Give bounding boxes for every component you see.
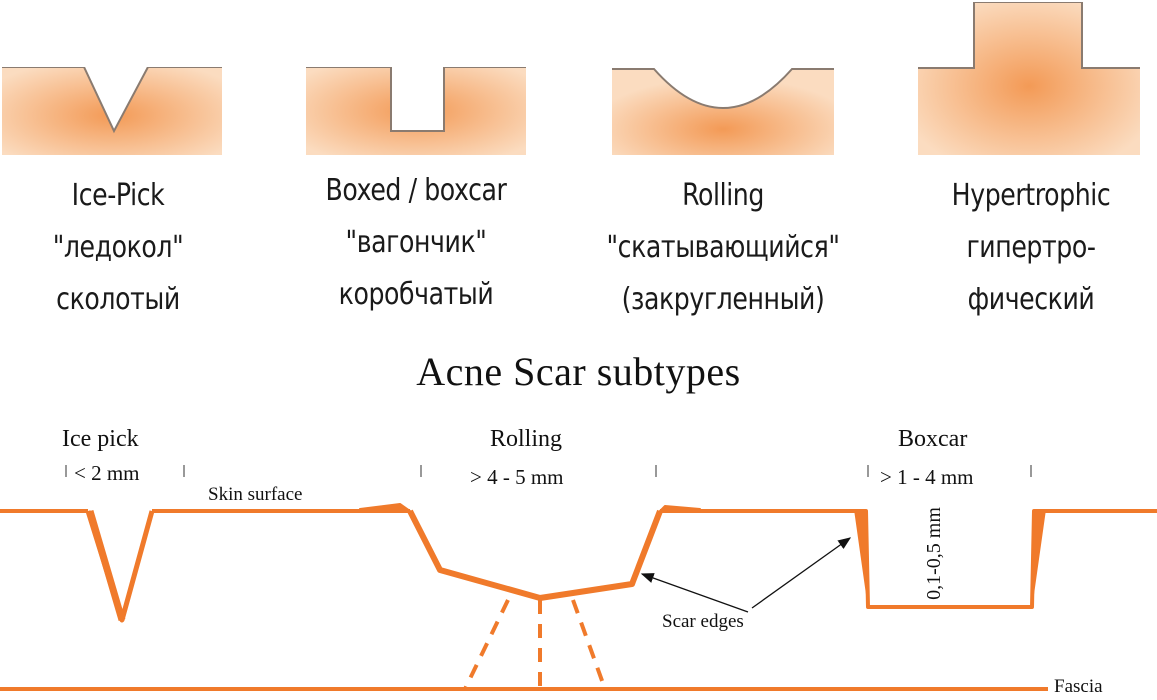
subtype-ru-desc: сколотый — [56, 282, 180, 317]
scar-edges-label: Scar edges — [662, 611, 744, 632]
rolling-label: Rolling — [490, 426, 563, 452]
subtype-name: Hypertrophic — [951, 178, 1111, 213]
diagram-title: Acne Scar subtypes — [416, 349, 741, 394]
boxcar-scar-icon — [306, 67, 526, 155]
subtype-ru-desc: (закругленный) — [621, 282, 825, 317]
ice-pick-scar-icon — [2, 67, 222, 155]
subtype-ru-name: "вагончик" — [345, 225, 487, 260]
scar-edge-arrow — [640, 573, 749, 613]
subtype-caption-boxcar: Boxed / boxcar "вагончик" коробчатый — [310, 165, 522, 321]
boxcar-label: Boxcar — [898, 426, 968, 452]
subtype-ru-name: гипертро- — [966, 230, 1096, 265]
subtype-caption-ice-pick: Ice-Pick "ледокол" сколотый — [19, 170, 217, 326]
subtype-ru-name: "ледокол" — [52, 230, 184, 265]
boxcar-size-label: > 1 - 4 mm — [880, 465, 974, 489]
subtype-caption-rolling: Rolling "скатывающийся" (закругленный) — [601, 170, 845, 326]
subtype-name: Ice-Pick — [71, 178, 165, 213]
rolling-size-label: > 4 - 5 mm — [470, 465, 564, 489]
subtype-ru-desc: коробчатый — [338, 277, 494, 312]
subtype-caption-hypertrophic: Hypertrophic гипертро- фический — [931, 170, 1131, 326]
rolling-scar-icon — [612, 67, 834, 155]
hypertrophic-scar-icon — [918, 2, 1140, 155]
boxcar-scar — [855, 509, 1045, 609]
tether-line — [571, 599, 607, 690]
scar-edge-arrow — [751, 537, 852, 609]
boxcar-depth-label: 0,1-0,5 mm — [922, 507, 945, 600]
subtype-name: Rolling — [682, 178, 764, 213]
tether-line — [463, 599, 510, 690]
skin-surface-label: Skin surface — [208, 484, 303, 505]
subtype-ru-desc: фический — [967, 282, 1095, 317]
subtype-ru-name: "скатывающийся" — [606, 230, 840, 265]
subtype-name: Boxed / boxcar — [325, 173, 507, 208]
ice-pick-label: Ice pick — [62, 426, 139, 452]
rolling-scar — [407, 509, 663, 601]
fascia-label: Fascia — [1054, 676, 1103, 697]
ice-pick-size-label: < 2 mm — [74, 461, 140, 485]
